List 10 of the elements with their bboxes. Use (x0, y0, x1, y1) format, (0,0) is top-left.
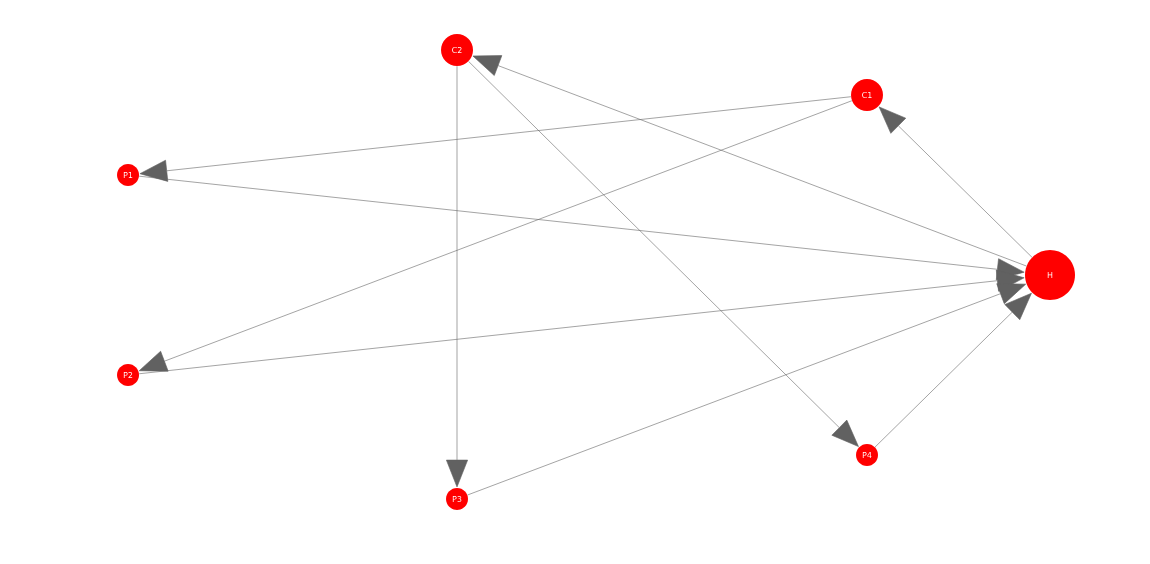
arrow (874, 292, 1032, 448)
arrow (139, 96, 852, 182)
arrow (472, 55, 1027, 267)
arrow (467, 283, 1026, 496)
arrow (468, 61, 859, 447)
arrow (138, 175, 1025, 281)
arrow (138, 269, 1025, 375)
arrow (446, 65, 468, 488)
arrow (878, 106, 1033, 258)
arrow (138, 100, 853, 372)
